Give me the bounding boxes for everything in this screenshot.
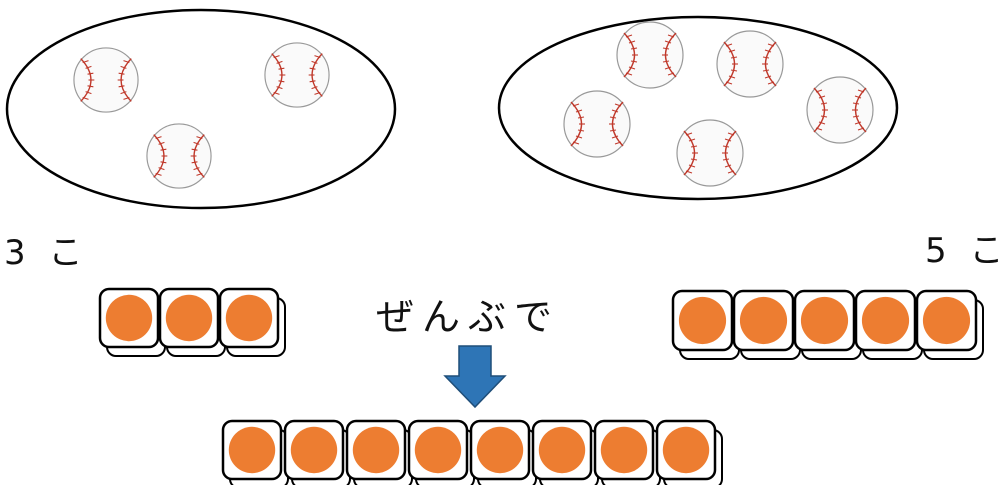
baseball-icon xyxy=(616,21,684,89)
total-label: ぜんぶで xyxy=(376,295,561,339)
baseball-icon xyxy=(676,119,744,187)
orange-dot xyxy=(600,426,648,474)
baseball-icon xyxy=(716,30,784,98)
right-block-row xyxy=(671,289,984,360)
orange-dot xyxy=(861,296,910,345)
left-set-oval xyxy=(5,8,397,210)
baseball-icon xyxy=(146,123,212,189)
orange-dot xyxy=(922,296,971,345)
orange-dot xyxy=(414,426,462,474)
baseball-icon xyxy=(73,47,139,113)
orange-dot xyxy=(739,296,788,345)
orange-dot xyxy=(662,426,710,474)
left-set-balls xyxy=(73,42,330,189)
orange-dot xyxy=(228,426,276,474)
left-count-label: 3 こ xyxy=(4,233,89,273)
orange-dot xyxy=(352,426,400,474)
orange-dot xyxy=(538,426,586,474)
left-block-row xyxy=(98,287,286,357)
orange-dot xyxy=(678,296,727,345)
orange-dot xyxy=(165,294,213,342)
orange-dot xyxy=(290,426,338,474)
orange-dot xyxy=(105,294,153,342)
right-count-label: 5 こ xyxy=(925,231,1003,271)
baseball-icon xyxy=(563,90,631,158)
total-block-row xyxy=(221,419,723,485)
right-set-balls xyxy=(563,21,874,187)
right-set-oval xyxy=(497,15,899,201)
down-arrow-icon xyxy=(443,345,507,409)
baseball-icon xyxy=(806,76,874,144)
baseball-icon xyxy=(264,42,330,108)
orange-dot xyxy=(225,294,273,342)
orange-dot xyxy=(476,426,524,474)
orange-dot xyxy=(800,296,849,345)
